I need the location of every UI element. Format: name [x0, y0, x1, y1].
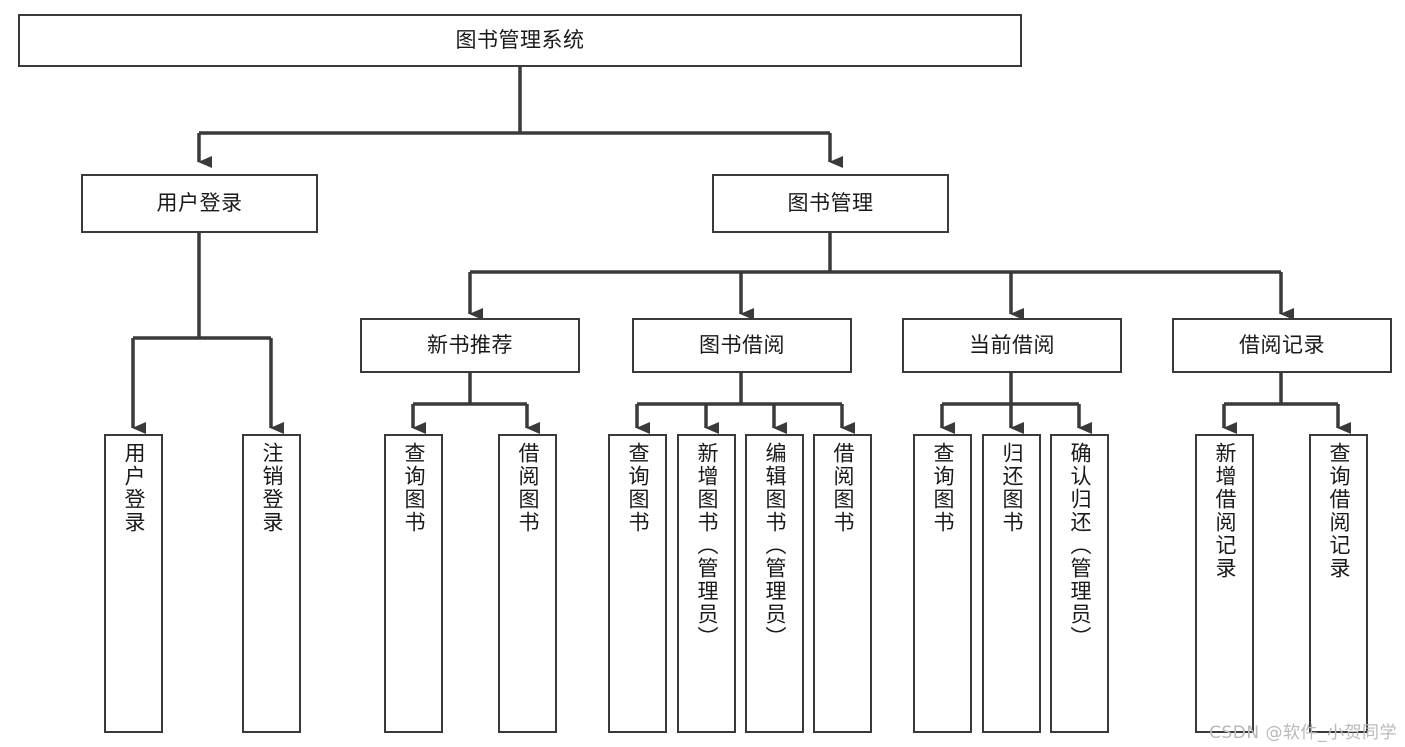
node-label: 新书推荐 [427, 332, 513, 357]
node-label: 用户登录 [156, 190, 243, 215]
node-label: 查询图书 [401, 442, 426, 534]
node-label: 图书管理 [787, 190, 874, 215]
leaf-user-login[interactable]: 用户登录 [104, 434, 163, 733]
node-label: 编辑图书（管理员） [762, 442, 787, 649]
node-label: 查询借阅记录 [1326, 442, 1351, 580]
node-label: 查询图书 [625, 442, 650, 534]
node-label: 借阅图书 [830, 442, 855, 534]
leaf-query-book-2[interactable]: 查询图书 [608, 434, 667, 733]
leaf-edit-book[interactable]: 编辑图书（管理员） [745, 434, 804, 733]
node-label: 新增借阅记录 [1212, 442, 1237, 580]
leaf-confirm-return[interactable]: 确认归还（管理员） [1050, 434, 1109, 733]
node-user-login[interactable]: 用户登录 [81, 174, 318, 233]
node-label: 当前借阅 [969, 332, 1055, 357]
node-new-book-recommend[interactable]: 新书推荐 [360, 318, 580, 373]
node-label: 新增图书（管理员） [694, 442, 719, 649]
leaf-query-record[interactable]: 查询借阅记录 [1309, 434, 1368, 733]
leaf-add-record[interactable]: 新增借阅记录 [1195, 434, 1254, 733]
node-label: 确认归还（管理员） [1067, 442, 1092, 649]
node-label: 查询图书 [930, 442, 955, 534]
node-borrow-record[interactable]: 借阅记录 [1172, 318, 1392, 373]
node-label: 图书管理系统 [455, 27, 585, 52]
leaf-borrow-book-2[interactable]: 借阅图书 [813, 434, 872, 733]
leaf-add-book[interactable]: 新增图书（管理员） [677, 434, 736, 733]
node-label: 注销登录 [259, 442, 284, 534]
watermark-text: CSDN @软件_小贺同学 [1209, 723, 1397, 743]
node-label: 借阅记录 [1239, 332, 1325, 357]
node-label: 归还图书 [999, 442, 1024, 534]
leaf-return-book[interactable]: 归还图书 [982, 434, 1041, 733]
node-book-borrow[interactable]: 图书借阅 [632, 318, 852, 373]
node-current-borrow[interactable]: 当前借阅 [902, 318, 1122, 373]
leaf-query-book-1[interactable]: 查询图书 [384, 434, 443, 733]
node-label: 用户登录 [121, 442, 146, 534]
leaf-logout-login[interactable]: 注销登录 [242, 434, 301, 733]
leaf-borrow-book-1[interactable]: 借阅图书 [498, 434, 557, 733]
node-label: 图书借阅 [699, 332, 785, 357]
node-label: 借阅图书 [515, 442, 540, 534]
leaf-query-book-3[interactable]: 查询图书 [913, 434, 972, 733]
node-book-management[interactable]: 图书管理 [712, 174, 949, 233]
node-root-system[interactable]: 图书管理系统 [18, 14, 1022, 67]
